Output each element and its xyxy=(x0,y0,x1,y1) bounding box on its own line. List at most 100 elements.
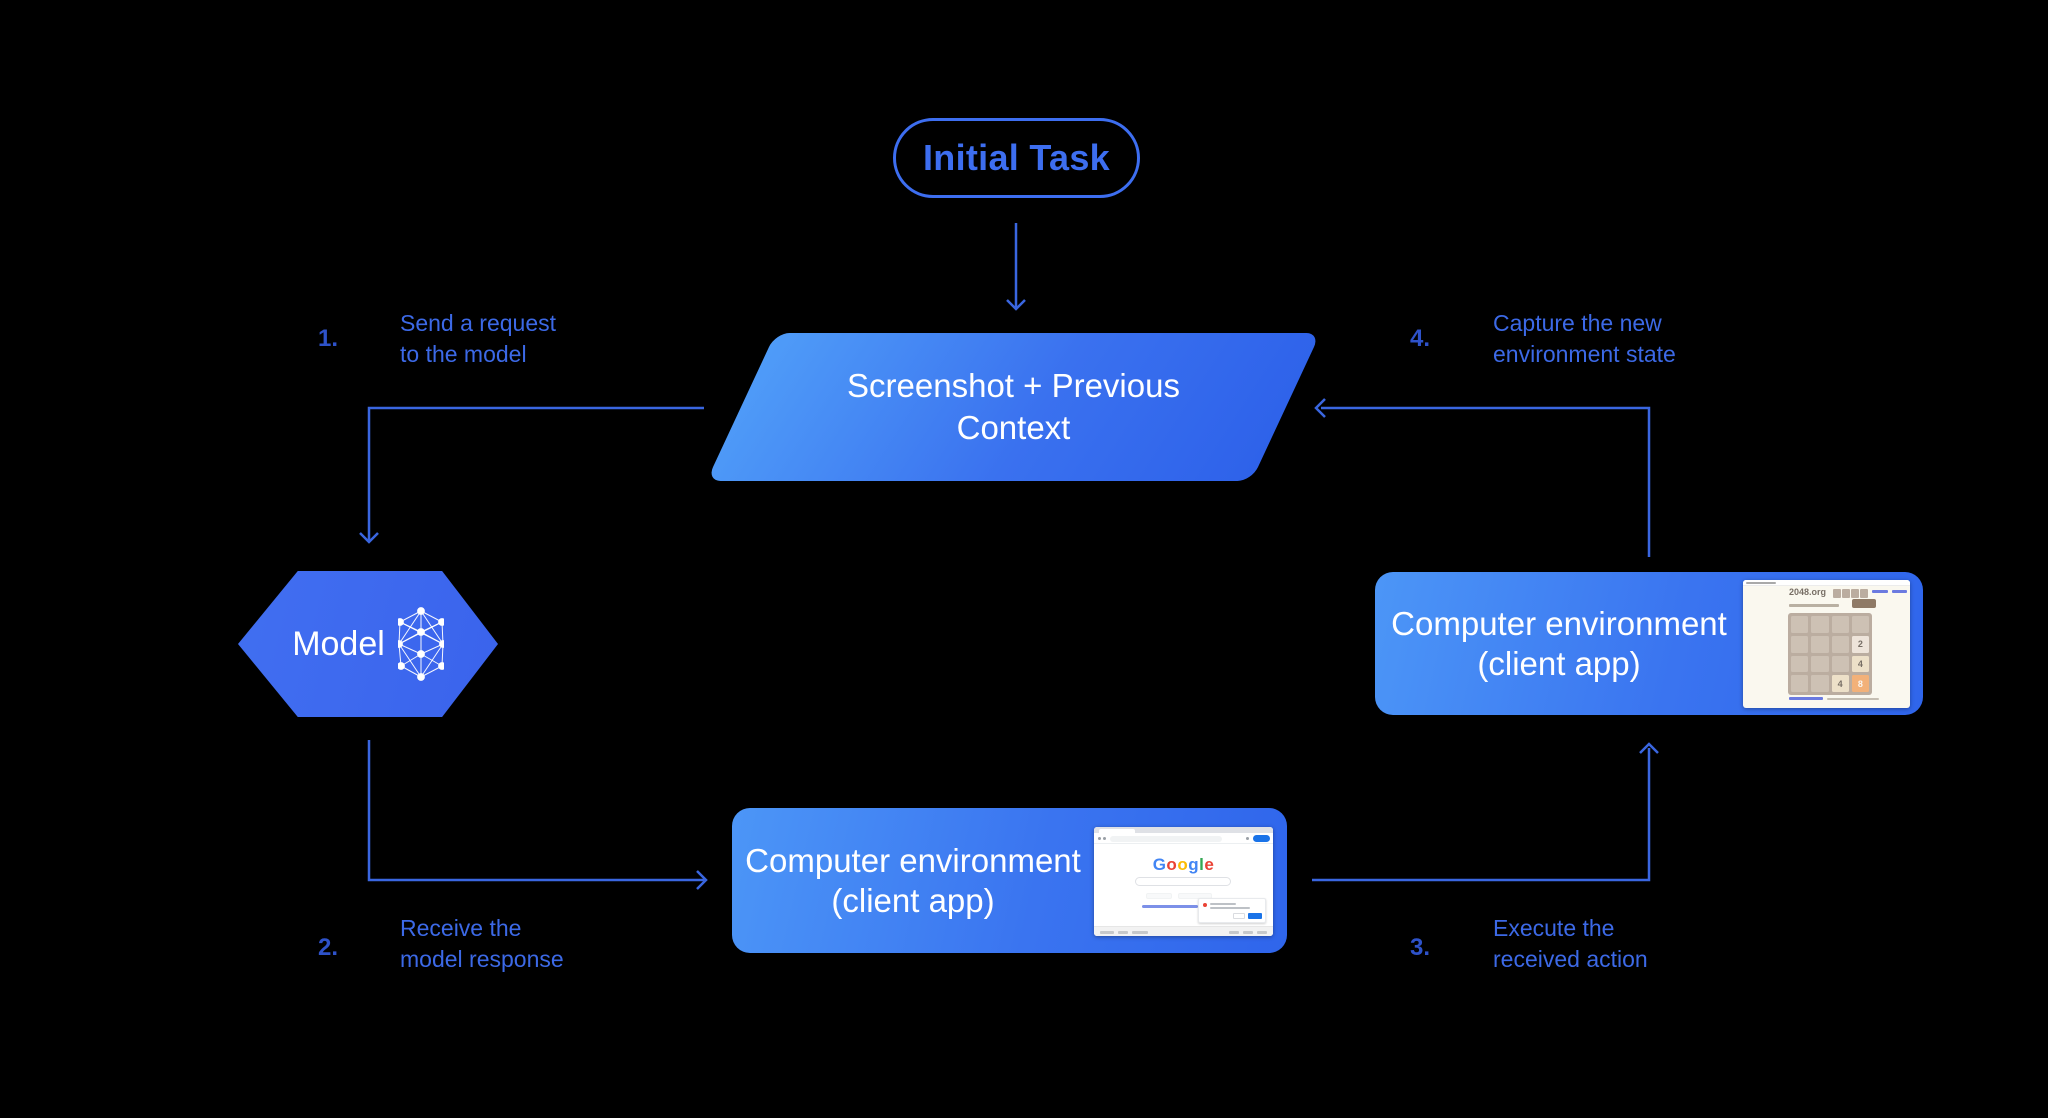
browser-tab-strip xyxy=(1743,580,1910,586)
arrow-model-to-env-head xyxy=(696,870,708,890)
model-node: Model xyxy=(238,571,498,717)
logo-letter: o xyxy=(1166,855,1178,874)
env-bottom-line2: (client app) xyxy=(831,881,995,919)
browser-tab xyxy=(1746,582,1776,584)
browser-tab xyxy=(1099,829,1135,833)
arrow-model-to-env xyxy=(367,740,704,882)
initial-task-label: Initial Task xyxy=(923,137,1110,178)
google-logo: Google xyxy=(1094,855,1273,875)
board-cell xyxy=(1831,635,1849,653)
footer-link xyxy=(1229,931,1239,934)
step-3-number: 3. xyxy=(1410,934,1431,961)
new-game-button xyxy=(1852,599,1876,608)
env-right-line1: Computer environment xyxy=(1391,604,1727,642)
step-3-line1: Execute the xyxy=(1493,915,1615,941)
top-link xyxy=(1872,590,1888,593)
board-cell xyxy=(1811,675,1829,692)
step-1-line2: to the model xyxy=(400,341,527,367)
neural-network-icon xyxy=(397,607,444,681)
footer-link xyxy=(1100,931,1114,934)
dialog-icon xyxy=(1203,903,1207,907)
arrow-context-to-model-head xyxy=(359,532,379,544)
footer-link xyxy=(1132,931,1148,934)
arrow-context-to-model xyxy=(367,406,704,540)
dialog-text xyxy=(1210,903,1236,905)
env-bottom-line1: Computer environment xyxy=(745,841,1081,879)
board-cell xyxy=(1811,616,1829,633)
tile-4: 4 xyxy=(1851,655,1869,673)
step-2-line2: model response xyxy=(400,946,564,972)
dialog-primary-button xyxy=(1248,913,1262,919)
score-box xyxy=(1833,589,1841,598)
step-1-number: 1. xyxy=(318,325,339,352)
top-link xyxy=(1892,590,1907,593)
step-3-label: Execute the received action xyxy=(1493,913,1648,975)
tagline-text xyxy=(1789,604,1839,607)
logo-letter: G xyxy=(1152,855,1167,874)
browser-tab-strip xyxy=(1094,827,1273,833)
board-cell xyxy=(1791,675,1809,692)
logo-letter: g xyxy=(1188,855,1200,874)
board-cell xyxy=(1791,655,1809,673)
step-2-number: 2. xyxy=(318,934,339,961)
arrow-env2-to-context-head xyxy=(1314,398,1326,418)
screenshot-context-line1: Screenshot + Previous xyxy=(847,367,1180,404)
tile-2: 2 xyxy=(1851,635,1869,653)
board-cell xyxy=(1791,616,1809,633)
dialog-secondary-button xyxy=(1233,913,1245,919)
step-1-label: Send a request to the model xyxy=(400,308,556,370)
board-cell xyxy=(1791,635,1809,653)
model-label: Model xyxy=(292,624,385,663)
env-right-line2: (client app) xyxy=(1477,644,1641,682)
arrow-env-to-env2 xyxy=(1312,748,1651,882)
board-cell xyxy=(1851,616,1869,633)
score-box xyxy=(1842,589,1850,598)
step-4-line1: Capture the new xyxy=(1493,310,1662,336)
tile-8: 8 xyxy=(1851,675,1869,692)
footer-link xyxy=(1243,931,1253,934)
computer-environment-right-node: Computer environment (client app) 2048.o… xyxy=(1375,572,1923,715)
board-cell xyxy=(1811,635,1829,653)
screenshot-context-line2: Context xyxy=(956,409,1071,446)
screenshot-context-label: Screenshot + Previous Context xyxy=(741,333,1286,481)
footer-link xyxy=(1257,931,1267,934)
initial-task-node: Initial Task xyxy=(893,118,1140,198)
logo-letter: o xyxy=(1177,855,1189,874)
dialog-text xyxy=(1210,907,1250,909)
consent-dialog xyxy=(1198,898,1266,923)
step-2-line1: Receive the xyxy=(400,915,522,941)
back-icon xyxy=(1098,837,1101,840)
board-cell xyxy=(1811,655,1829,673)
logo-letter: e xyxy=(1204,855,1215,874)
computer-environment-right-label: Computer environment (client app) xyxy=(1375,572,1743,715)
google-footer xyxy=(1094,926,1273,936)
site-title: 2048.org xyxy=(1789,587,1827,597)
forward-icon xyxy=(1103,837,1106,840)
step-3-line2: received action xyxy=(1493,946,1648,972)
step-4-number: 4. xyxy=(1410,325,1431,352)
score-box xyxy=(1851,589,1859,598)
sign-in-button xyxy=(1253,835,1270,842)
computer-environment-bottom-label: Computer environment (client app) xyxy=(732,808,1094,953)
board-cell xyxy=(1831,655,1849,673)
computer-environment-bottom-node: Computer environment (client app) Google xyxy=(732,808,1287,953)
search-input xyxy=(1135,877,1231,886)
lucky-button xyxy=(1178,893,1212,899)
step-1-line1: Send a request xyxy=(400,310,557,336)
step-4-line2: environment state xyxy=(1493,341,1676,367)
arrow-env-to-env2-head xyxy=(1639,742,1659,754)
board-cell xyxy=(1831,616,1849,633)
step-2-label: Receive the model response xyxy=(400,913,564,975)
logo-letter: l xyxy=(1199,855,1205,874)
search-button xyxy=(1146,893,1172,899)
browser-toolbar xyxy=(1094,833,1273,844)
game-2048-screenshot: 2048.org 2 4 xyxy=(1743,580,1910,708)
google-search-screenshot: Google xyxy=(1094,827,1273,936)
tile-4: 4 xyxy=(1831,675,1849,692)
address-bar xyxy=(1110,836,1222,842)
step-4-label: Capture the new environment state xyxy=(1493,308,1676,370)
score-box xyxy=(1860,589,1868,598)
footer-text xyxy=(1827,697,1879,700)
game-board: 2 4 4 8 xyxy=(1788,613,1872,695)
